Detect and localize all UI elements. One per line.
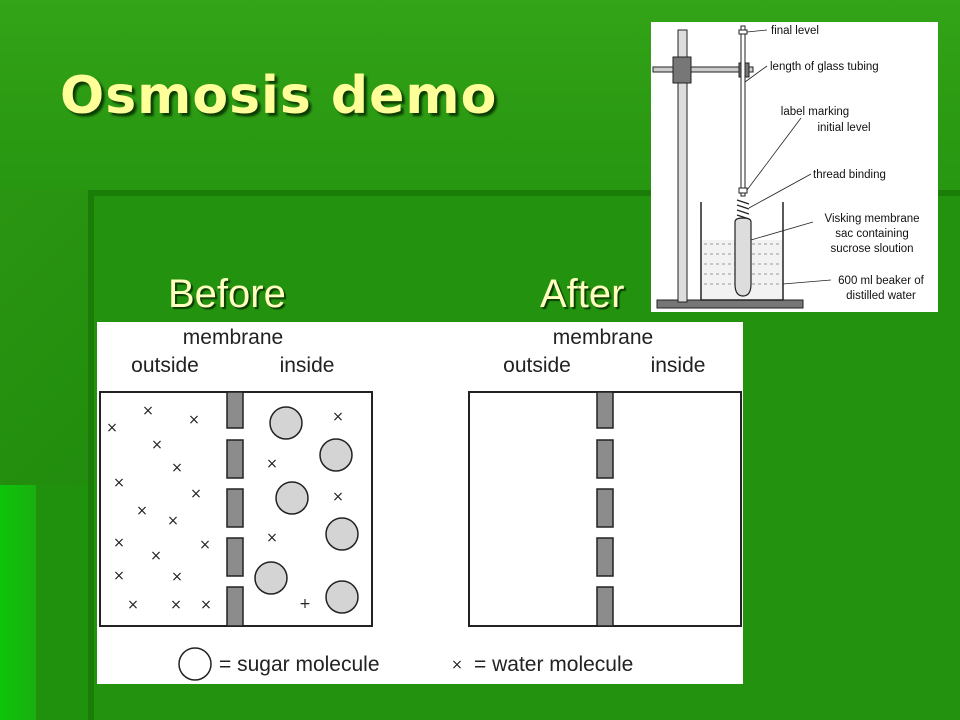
sugar-molecules-inside: [254, 406, 359, 614]
svg-text:×: ×: [113, 535, 125, 551]
svg-text:×: ×: [188, 412, 200, 428]
osmometer-apparatus: final level length of glass tubing label…: [651, 22, 938, 312]
osmosis-diagram: membrane outside inside membrane outside…: [97, 322, 743, 684]
apparatus-label-visking-membrane: Visking membrane: [824, 213, 919, 225]
before-membrane: [226, 391, 244, 627]
visking-sac: [734, 217, 752, 297]
initial-level-marker: [738, 187, 748, 194]
clamp-boss: [672, 56, 692, 84]
water-legend-label: = water molecule: [474, 653, 633, 676]
svg-text:×: ×: [151, 437, 163, 453]
apparatus-label-initial-level: initial level: [817, 122, 870, 134]
thread-binding: [736, 199, 750, 220]
water-molecules-outside: ××× ××× ××× ××× ××× ××: [106, 403, 212, 613]
stand-rod: [677, 29, 688, 303]
final-level-marker: [738, 29, 748, 35]
background-left-strip: [0, 485, 36, 720]
before-outside-label: outside: [131, 354, 199, 377]
apparatus-label-sac-containing: sac containing: [835, 228, 909, 240]
clamp-arm: [652, 66, 754, 73]
after-membrane: [596, 391, 614, 627]
svg-text:×: ×: [167, 513, 179, 529]
water-legend-icon: ×: [451, 657, 463, 673]
svg-text:×: ×: [136, 503, 148, 519]
svg-text:×: ×: [266, 530, 278, 546]
before-inside-label: inside: [280, 354, 335, 377]
glass-tubing: [740, 25, 746, 197]
svg-text:×: ×: [171, 569, 183, 585]
svg-text:×: ×: [332, 409, 344, 425]
svg-text:×: ×: [171, 460, 183, 476]
apparatus-label-glass-tubing: length of glass tubing: [770, 61, 879, 73]
svg-text:×: ×: [127, 597, 139, 613]
before-label: Before: [168, 272, 286, 316]
after-inside-label: inside: [651, 354, 706, 377]
svg-text:×: ×: [266, 456, 278, 472]
svg-text:+: +: [299, 596, 311, 612]
slide-title: Osmosis demo: [60, 66, 498, 126]
molecules-inside: × × × × +: [266, 409, 344, 612]
svg-text:×: ×: [199, 537, 211, 553]
before-membrane-label: membrane: [183, 326, 283, 349]
svg-text:×: ×: [190, 486, 202, 502]
apparatus-label-final-level: final level: [771, 25, 819, 37]
sugar-legend-icon: [178, 647, 212, 681]
sugar-legend-label: = sugar molecule: [219, 653, 380, 676]
apparatus-label-distilled-water: distilled water: [846, 290, 916, 302]
svg-text:×: ×: [142, 403, 154, 419]
svg-text:×: ×: [150, 548, 162, 564]
after-label: After: [540, 272, 625, 316]
apparatus-label-label-marking: label marking: [781, 106, 849, 118]
after-membrane-label: membrane: [553, 326, 653, 349]
beaker: [700, 202, 784, 301]
svg-text:×: ×: [170, 597, 182, 613]
svg-text:×: ×: [106, 420, 118, 436]
apparatus-label-thread-binding: thread binding: [813, 169, 886, 181]
svg-text:×: ×: [113, 475, 125, 491]
svg-text:×: ×: [113, 568, 125, 584]
svg-text:×: ×: [200, 597, 212, 613]
svg-text:×: ×: [332, 489, 344, 505]
apparatus-label-beaker: 600 ml beaker of: [838, 275, 924, 287]
after-outside-label: outside: [503, 354, 571, 377]
apparatus-label-sucrose-solution: sucrose sloution: [830, 243, 913, 255]
